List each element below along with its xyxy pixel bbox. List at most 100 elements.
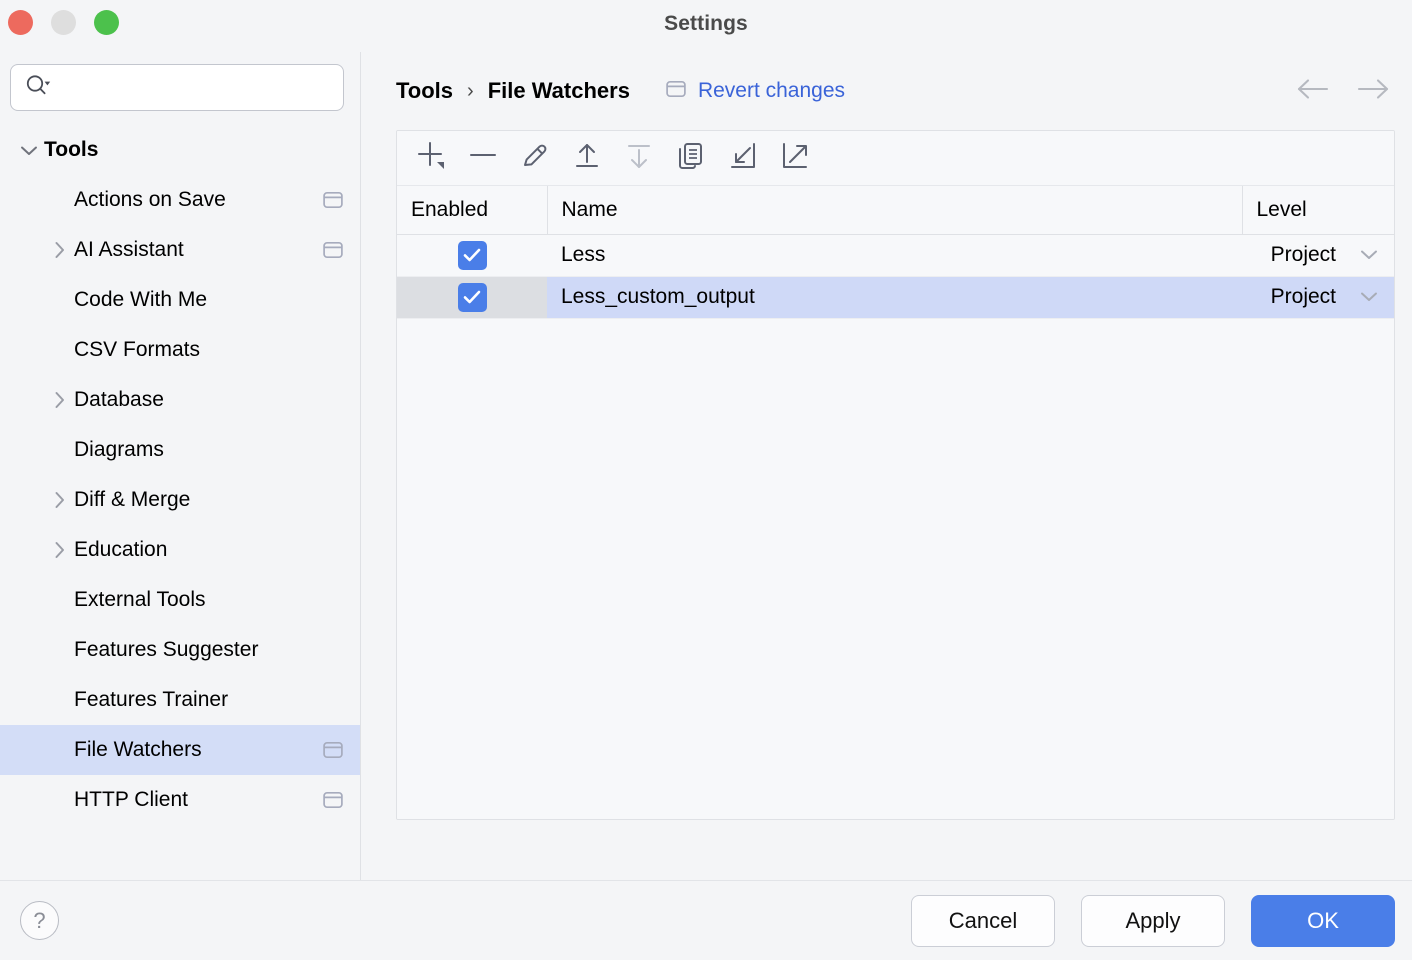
sidebar-item-features-suggester[interactable]: Features Suggester bbox=[0, 625, 360, 675]
content-spacer bbox=[396, 820, 1395, 880]
window-titlebar: Settings bbox=[0, 0, 1412, 52]
export-button[interactable] bbox=[769, 135, 821, 181]
chevron-down-icon[interactable] bbox=[1358, 243, 1380, 267]
apply-button[interactable]: Apply bbox=[1081, 894, 1225, 947]
file-watchers-toolbar bbox=[397, 131, 1394, 186]
plus-icon bbox=[415, 140, 447, 177]
sidebar-item-label: HTTP Client bbox=[74, 788, 188, 811]
ok-button[interactable]: OK bbox=[1251, 894, 1395, 947]
table-row[interactable]: Less Project bbox=[397, 234, 1394, 277]
revert-changes-link[interactable]: Revert changes bbox=[697, 79, 846, 102]
forward-arrow-icon[interactable] bbox=[1354, 77, 1392, 106]
level-value: Project bbox=[1270, 243, 1336, 266]
chevron-down-icon[interactable] bbox=[1358, 285, 1380, 309]
level-value: Project bbox=[1270, 285, 1336, 308]
sidebar-item-label: Tools bbox=[44, 138, 99, 161]
duplicate-button[interactable] bbox=[665, 135, 717, 181]
import-arrow-icon bbox=[727, 140, 759, 177]
move-up-button[interactable] bbox=[561, 135, 613, 181]
settings-content: Tools › File Watchers Revert changes bbox=[361, 52, 1412, 880]
chevron-down-icon[interactable] bbox=[14, 144, 44, 157]
sidebar-item-label: Diff & Merge bbox=[74, 488, 191, 511]
maximize-window-button[interactable] bbox=[94, 10, 119, 35]
cancel-button[interactable]: Cancel bbox=[911, 894, 1055, 947]
pencil-icon bbox=[519, 140, 551, 177]
footer-actions: Cancel Apply OK bbox=[911, 894, 1395, 947]
column-header-name[interactable]: Name bbox=[547, 186, 1243, 235]
sidebar-item-ai-assistant[interactable]: AI Assistant bbox=[0, 225, 360, 275]
enabled-cell bbox=[397, 234, 547, 277]
level-cell[interactable]: Project bbox=[1242, 276, 1394, 319]
watcher-name-cell[interactable]: Less bbox=[547, 234, 1242, 277]
back-arrow-icon[interactable] bbox=[1294, 77, 1332, 106]
add-button[interactable] bbox=[405, 135, 457, 181]
remove-button[interactable] bbox=[457, 135, 509, 181]
sidebar-item-csv-formats[interactable]: CSV Formats bbox=[0, 325, 360, 375]
chevron-right-icon[interactable] bbox=[44, 240, 74, 260]
sidebar-item-education[interactable]: Education bbox=[0, 525, 360, 575]
sidebar-item-label: Code With Me bbox=[74, 288, 208, 311]
import-button[interactable] bbox=[717, 135, 769, 181]
sidebar-item-http-client[interactable]: HTTP Client bbox=[0, 775, 360, 825]
sidebar-item-actions-on-save[interactable]: Actions on Save bbox=[0, 175, 360, 225]
move-down-button bbox=[613, 135, 665, 181]
table-header: Enabled Name Level bbox=[397, 186, 1394, 235]
arrow-down-icon bbox=[623, 140, 655, 177]
sidebar-search-wrap bbox=[0, 52, 360, 111]
sidebar-item-label: File Watchers bbox=[74, 738, 202, 761]
chevron-right-icon[interactable] bbox=[44, 490, 74, 510]
window-title: Settings bbox=[664, 12, 748, 35]
sidebar-item-features-trainer[interactable]: Features Trainer bbox=[0, 675, 360, 725]
sidebar-item-file-watchers[interactable]: File Watchers bbox=[0, 725, 360, 775]
breadcrumb: Tools › File Watchers Revert changes bbox=[396, 52, 1395, 130]
project-scope-icon bbox=[322, 741, 344, 759]
traffic-light-controls bbox=[8, 10, 119, 35]
column-header-level[interactable]: Level bbox=[1242, 186, 1394, 235]
sidebar-item-label: Education bbox=[74, 538, 168, 561]
search-field[interactable] bbox=[10, 64, 344, 111]
breadcrumb-root[interactable]: Tools bbox=[396, 78, 454, 103]
project-scope-icon bbox=[666, 80, 686, 103]
project-scope-icon bbox=[322, 241, 344, 259]
edit-button[interactable] bbox=[509, 135, 561, 181]
breadcrumb-current: File Watchers bbox=[487, 78, 630, 103]
table-empty-area bbox=[397, 318, 1394, 819]
sidebar-item-label: AI Assistant bbox=[74, 238, 184, 261]
chevron-right-icon[interactable] bbox=[44, 540, 74, 560]
sidebar-item-diagrams[interactable]: Diagrams bbox=[0, 425, 360, 475]
sidebar-item-code-with-me[interactable]: Code With Me bbox=[0, 275, 360, 325]
help-button[interactable]: ? bbox=[20, 901, 59, 940]
search-input[interactable] bbox=[59, 77, 329, 98]
sidebar-item-tools[interactable]: Tools bbox=[0, 125, 360, 175]
table-row[interactable]: Less_custom_output Project bbox=[397, 276, 1394, 319]
close-window-button[interactable] bbox=[8, 10, 33, 35]
sidebar-item-diff-merge[interactable]: Diff & Merge bbox=[0, 475, 360, 525]
dialog-footer: ? Cancel Apply OK bbox=[0, 880, 1412, 960]
sidebar-item-database[interactable]: Database bbox=[0, 375, 360, 425]
enabled-checkbox[interactable] bbox=[457, 282, 487, 312]
revert-changes-group: Revert changes bbox=[666, 79, 845, 103]
watcher-name-cell[interactable]: Less_custom_output bbox=[547, 276, 1242, 319]
level-cell[interactable]: Project bbox=[1242, 234, 1394, 277]
chevron-right-icon[interactable] bbox=[44, 390, 74, 410]
project-scope-icon bbox=[322, 791, 344, 809]
sidebar-item-label: Database bbox=[74, 388, 164, 411]
arrow-up-icon bbox=[571, 140, 603, 177]
project-scope-icon bbox=[322, 191, 344, 209]
navigation-arrows bbox=[1294, 77, 1395, 106]
sidebar-item-label: Features Suggester bbox=[74, 638, 259, 661]
minimize-window-button[interactable] bbox=[51, 10, 76, 35]
column-header-enabled[interactable]: Enabled bbox=[397, 186, 548, 235]
sidebar-item-label: External Tools bbox=[74, 588, 206, 611]
export-arrow-icon bbox=[779, 140, 811, 177]
enabled-checkbox[interactable] bbox=[457, 240, 487, 270]
breadcrumb-separator: › bbox=[467, 79, 474, 102]
sidebar-item-external-tools[interactable]: External Tools bbox=[0, 575, 360, 625]
